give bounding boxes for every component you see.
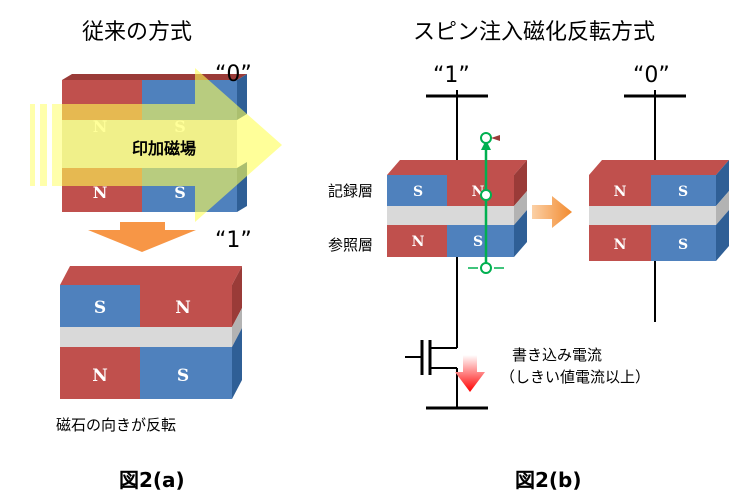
right-after-top-pole-1: N <box>614 184 627 200</box>
left-before-bottom-pole-1: N <box>93 183 108 202</box>
right-after-top-pole-2: S <box>678 184 688 200</box>
right-figure-label: 図2(b) <box>515 468 582 492</box>
left-figure-label: 図2(a) <box>119 468 185 492</box>
right-label-one: “1” <box>433 63 470 88</box>
write-current-label: 書き込み電流 <box>512 346 603 364</box>
left-after-top-pole-2: N <box>175 298 191 318</box>
right-after-bottom-pole-1: N <box>614 237 627 253</box>
right-after-magnet-stack: N S N S <box>589 160 729 261</box>
transition-right-arrow <box>532 196 572 228</box>
left-caption-text: 磁石の向きが反転 <box>56 416 177 434</box>
right-title: スピン注入磁化反転方式 <box>413 20 656 45</box>
left-before-bottom-pole-2: S <box>174 183 186 202</box>
threshold-current-label: （しきい値電流以上） <box>500 368 651 386</box>
left-label-zero: “0” <box>215 62 252 87</box>
applied-field-label: 印加磁場 <box>132 139 196 158</box>
left-after-bottom-pole-2: S <box>177 366 189 386</box>
left-title: 従来の方式 <box>82 20 193 45</box>
applied-field-arrow <box>30 68 282 222</box>
right-after-bottom-pole-2: S <box>678 237 688 253</box>
select-transistor-circuit <box>405 257 488 410</box>
left-label-one: “1” <box>215 228 252 253</box>
reference-layer-label: 参照層 <box>328 236 374 254</box>
spin-current-indicator <box>468 132 504 274</box>
right-before-magnet-stack: S N N S <box>387 160 527 257</box>
record-layer-label: 記録層 <box>328 182 374 200</box>
right-before-top-pole-1: S <box>413 184 423 200</box>
left-after-bottom-pole-1: N <box>92 366 108 386</box>
right-before-bottom-pole-2: S <box>473 234 483 250</box>
right-before-bottom-pole-1: N <box>412 234 425 250</box>
left-after-top-pole-1: S <box>94 298 106 318</box>
left-after-magnet-stack: S N N S <box>60 266 242 399</box>
write-current-arrow <box>455 355 485 392</box>
transition-down-arrow <box>88 222 196 252</box>
right-label-zero: “0” <box>633 63 670 88</box>
